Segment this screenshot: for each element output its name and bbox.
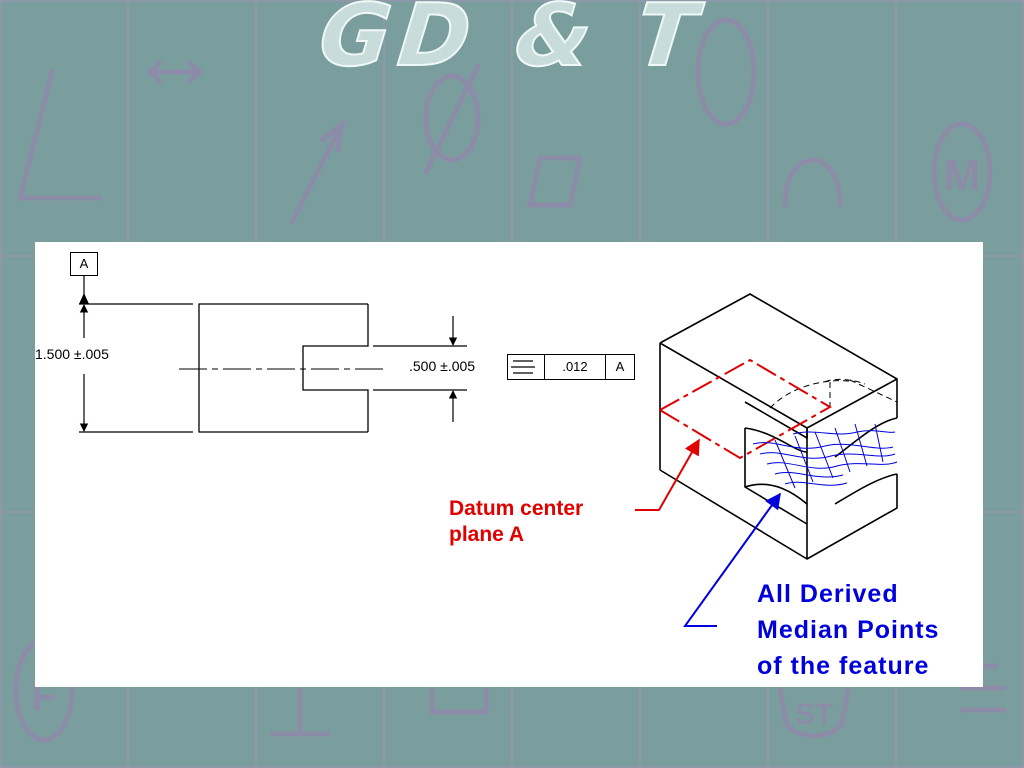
- overall-dimension-lines: [79, 276, 193, 433]
- perpendicularity-icon: [269, 687, 331, 737]
- datum-callout-line-1: Datum center: [449, 497, 584, 520]
- slide-title: GD & T: [314, 0, 710, 87]
- slot-dimension-lines: [373, 316, 467, 422]
- datum-center-plane: [658, 358, 833, 460]
- statistical-tolerance-icon: ST: [777, 687, 851, 738]
- mmc-icon: M: [931, 121, 993, 223]
- median-callout: All Derived Median Points of the feature: [757, 576, 939, 684]
- datum-triangle: [79, 293, 89, 304]
- angularity-icon: [16, 69, 103, 201]
- datum-triangle-icon: [429, 687, 489, 715]
- profile-of-line-icon: [782, 157, 843, 208]
- circularity-icon: [695, 17, 757, 127]
- median-leader: [683, 492, 781, 627]
- median-points-mesh: [752, 423, 898, 489]
- runout-icon: [289, 118, 346, 225]
- flatness-icon: [526, 155, 584, 208]
- overall-dimension-text: 1.500 ±.005: [35, 346, 109, 362]
- gdt-drawing: [79, 276, 898, 627]
- fcf-tolerance: .012: [562, 359, 588, 374]
- svg-text:ST: ST: [795, 698, 833, 731]
- slot-dimension-text: .500 ±.005: [409, 358, 476, 374]
- diameter-icon: [423, 63, 481, 175]
- median-callout-line-2: Median Points: [757, 616, 940, 644]
- datum-label-box: A: [70, 252, 98, 276]
- isometric-block: [659, 293, 898, 560]
- svg-text:M: M: [944, 151, 981, 200]
- datum-leader: [635, 438, 700, 511]
- median-callout-line-3: of the feature: [757, 652, 930, 680]
- symmetry-icon: [511, 360, 535, 374]
- fcf-datum: A: [615, 359, 625, 374]
- phantom-lines: [769, 378, 898, 409]
- figure-panel: A 1.500 ±.005 .500 ±.005 .012 A Datum ce…: [35, 242, 983, 687]
- arrow-icon: [146, 60, 204, 84]
- part-profile: [198, 303, 369, 433]
- feature-control-frame: .012 A: [507, 354, 635, 380]
- datum-callout: Datum center plane A: [449, 496, 583, 548]
- median-callout-line-1: All Derived: [757, 580, 899, 608]
- datum-callout-line-2: plane A: [449, 523, 525, 546]
